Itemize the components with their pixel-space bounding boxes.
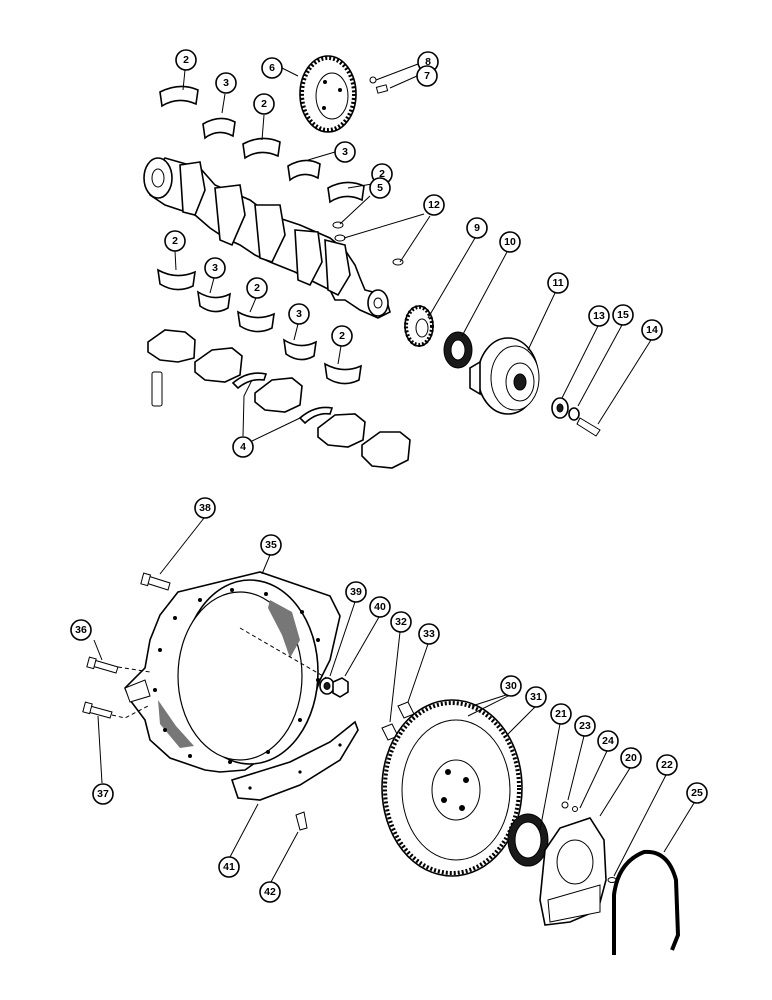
upper-bearing-shells: [159, 85, 365, 204]
callout-31: 31: [525, 686, 547, 708]
callout-24: 24: [597, 730, 619, 752]
housing-bolts: [82, 572, 308, 831]
svg-text:9: 9: [474, 222, 480, 234]
rear-oil-seal: [507, 813, 549, 867]
oil-seal: [443, 331, 473, 369]
callout-35: 35: [260, 534, 282, 556]
svg-text:5: 5: [377, 182, 383, 194]
callout-3: 3: [334, 141, 356, 163]
cover-plate: [230, 720, 359, 801]
svg-text:12: 12: [428, 199, 440, 211]
svg-text:38: 38: [199, 502, 211, 514]
svg-text:35: 35: [265, 539, 277, 551]
crankshaft-pulley: [469, 337, 540, 415]
callout-6: 6: [261, 57, 283, 79]
svg-text:22: 22: [661, 759, 673, 771]
callout-21: 21: [550, 703, 572, 725]
callout-2: 2: [164, 230, 186, 252]
callout-3: 3: [204, 257, 226, 279]
callout-2: 2: [253, 93, 275, 115]
callout-41: 41: [218, 856, 240, 878]
retainer-gasket: [612, 849, 681, 955]
callout-9: 9: [466, 217, 488, 239]
svg-text:3: 3: [296, 308, 302, 320]
housing-nut-washer: [319, 677, 349, 698]
svg-text:10: 10: [504, 236, 516, 248]
callout-7: 7: [416, 65, 438, 87]
callout-33: 33: [418, 623, 440, 645]
lower-bearing-shells: [156, 268, 362, 385]
svg-text:2: 2: [339, 330, 345, 342]
svg-text:8: 8: [425, 56, 431, 68]
svg-text:31: 31: [530, 691, 542, 703]
svg-text:41: 41: [223, 861, 235, 873]
svg-text:2: 2: [379, 168, 385, 180]
callout-37: 37: [92, 783, 114, 805]
callout-5: 5: [369, 177, 391, 199]
svg-text:40: 40: [374, 601, 386, 613]
callout-13: 13: [588, 305, 610, 327]
callout-38: 38: [194, 497, 216, 519]
crankshaft: [143, 157, 391, 319]
callout-32: 32: [390, 611, 412, 633]
callout-42: 42: [259, 881, 281, 903]
svg-text:4: 4: [240, 441, 246, 453]
svg-text:24: 24: [602, 735, 614, 747]
svg-text:3: 3: [212, 262, 218, 274]
svg-text:11: 11: [552, 277, 563, 289]
timing-gear: [404, 305, 434, 347]
svg-text:36: 36: [75, 624, 87, 636]
svg-text:2: 2: [183, 54, 189, 66]
svg-text:14: 14: [646, 324, 658, 336]
flywheel-housing: [124, 571, 341, 773]
callout-30: 30: [500, 675, 522, 697]
alignment-lines: [111, 627, 331, 719]
svg-text:2: 2: [261, 98, 267, 110]
callout-2: 2: [331, 325, 353, 347]
svg-text:23: 23: [579, 720, 591, 732]
svg-text:30: 30: [505, 680, 517, 692]
callout-11: 11: [547, 272, 569, 294]
callout-22: 22: [656, 754, 678, 776]
svg-text:2: 2: [172, 235, 178, 247]
callout-36: 36: [70, 619, 92, 641]
svg-text:7: 7: [424, 70, 430, 82]
callout-12: 12: [423, 194, 445, 216]
callout-14: 14: [641, 319, 663, 341]
svg-text:39: 39: [350, 586, 362, 598]
callout-10: 10: [499, 231, 521, 253]
flywheel: [381, 699, 523, 877]
pulley-fasteners: [551, 397, 601, 437]
bearing-caps: [147, 329, 411, 469]
callout-40: 40: [369, 596, 391, 618]
thrust-washers: [231, 372, 334, 425]
svg-text:3: 3: [342, 146, 348, 158]
svg-text:32: 32: [395, 616, 407, 628]
callout-25: 25: [686, 782, 708, 804]
svg-text:33: 33: [423, 628, 435, 640]
callout-2: 2: [246, 277, 268, 299]
callout-15: 15: [612, 304, 634, 326]
svg-text:15: 15: [617, 309, 629, 321]
crankshaft-gear: [299, 55, 357, 133]
svg-text:37: 37: [97, 788, 109, 800]
callout-4: 4: [232, 436, 254, 458]
callout-23: 23: [574, 715, 596, 737]
svg-text:42: 42: [264, 886, 276, 898]
callout-20: 20: [620, 747, 642, 769]
seal-retainer: [539, 801, 607, 926]
leader-lines: [93, 63, 695, 883]
svg-text:2: 2: [254, 282, 260, 294]
svg-text:20: 20: [625, 752, 637, 764]
callout-3: 3: [215, 72, 237, 94]
callout-2: 2: [175, 49, 197, 71]
callout-39: 39: [345, 581, 367, 603]
svg-text:13: 13: [593, 310, 605, 322]
svg-text:6: 6: [269, 62, 275, 74]
svg-text:21: 21: [555, 708, 567, 720]
svg-text:3: 3: [223, 77, 229, 89]
callout-3: 3: [288, 303, 310, 325]
svg-text:25: 25: [691, 787, 703, 799]
